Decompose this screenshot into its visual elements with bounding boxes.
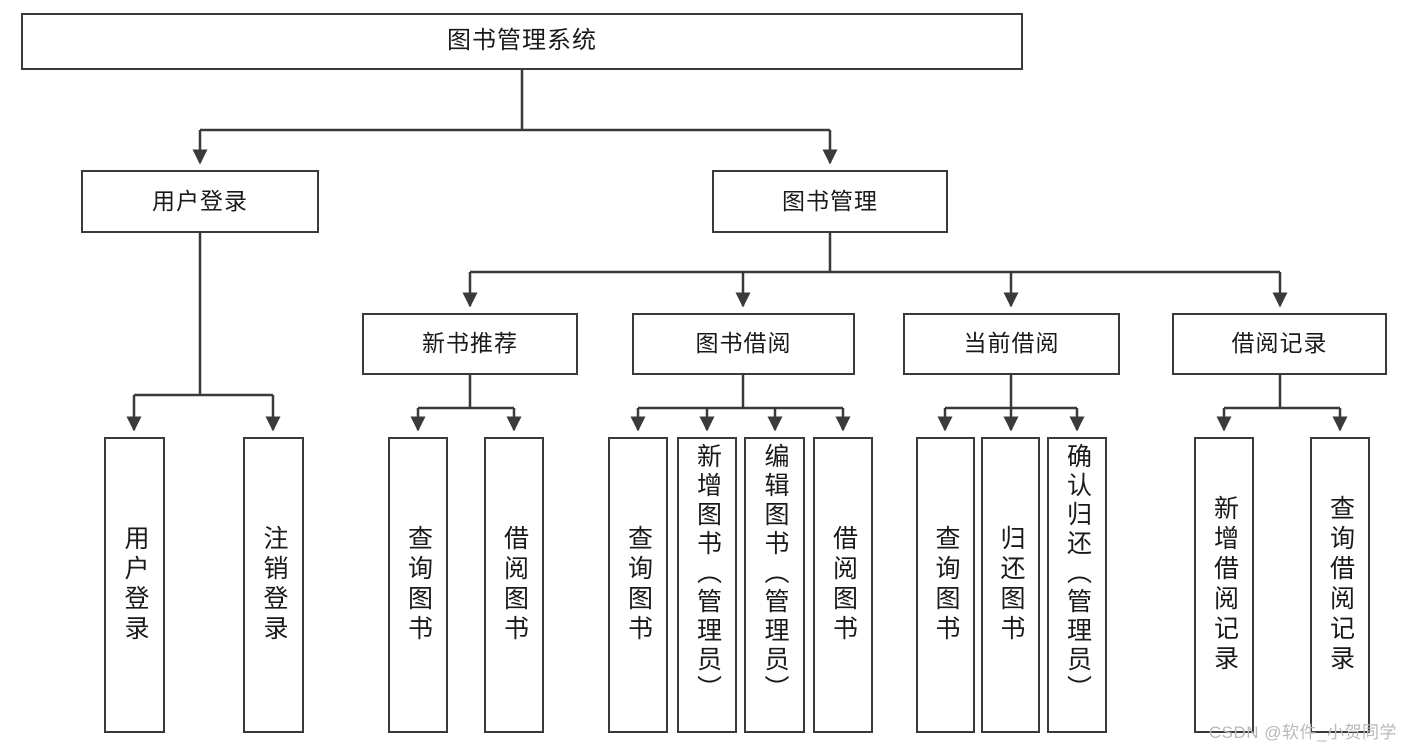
node-label: 借阅记录 [1231,330,1328,357]
node-label: 借阅图书 [500,525,529,645]
leaf-borrow-book[interactable]: 借阅图书 [813,437,873,733]
leaf-user-login[interactable]: 用户登录 [104,437,165,733]
node-book-borrow[interactable]: 图书借阅 [632,313,855,375]
leaf-add-book-admin[interactable]: 新增图书（管理员） [677,437,737,733]
node-label: 归还图书 [997,525,1025,645]
node-label: 查询图书 [932,525,960,645]
node-label: 借阅图书 [829,525,858,645]
leaf-return-book[interactable]: 归还图书 [981,437,1040,733]
leaf-confirm-return-admin[interactable]: 确认归还（管理员） [1047,437,1107,733]
node-label: 图书管理 [782,187,878,214]
node-label: 注销登录 [260,525,288,645]
node-label: 用户登录 [121,525,149,645]
node-label: 确认归还（管理员） [1063,443,1092,704]
node-user-login[interactable]: 用户登录 [81,170,319,233]
node-label: 图书管理系统 [447,27,597,55]
leaf-add-borrow-record[interactable]: 新增借阅记录 [1194,437,1254,733]
node-label: 用户登录 [152,187,248,214]
watermark: CSDN @软件_小贺同学 [1208,723,1397,742]
node-label: 新增图书（管理员） [693,443,722,704]
leaf-edit-book-admin[interactable]: 编辑图书（管理员） [744,437,805,733]
node-label: 图书借阅 [695,330,792,357]
leaf-query-borrow-record[interactable]: 查询借阅记录 [1310,437,1370,733]
node-label: 查询图书 [404,525,433,645]
node-current-borrow[interactable]: 当前借阅 [903,313,1120,375]
node-label: 当前借阅 [963,330,1060,357]
node-new-book-recommend[interactable]: 新书推荐 [362,313,578,375]
leaf-query-book-recommend[interactable]: 查询图书 [388,437,448,733]
leaf-borrow-book-recommend[interactable]: 借阅图书 [484,437,544,733]
node-label: 查询借阅记录 [1326,495,1355,675]
node-label: 编辑图书（管理员） [761,443,789,704]
node-borrow-record[interactable]: 借阅记录 [1172,313,1387,375]
leaf-query-book-current[interactable]: 查询图书 [916,437,975,733]
node-root-system[interactable]: 图书管理系统 [21,13,1023,70]
leaf-query-book-borrow[interactable]: 查询图书 [608,437,668,733]
node-book-management[interactable]: 图书管理 [712,170,948,233]
leaf-user-logout[interactable]: 注销登录 [243,437,304,733]
node-label: 新增借阅记录 [1210,495,1239,675]
node-label: 查询图书 [624,525,653,645]
node-label: 新书推荐 [422,330,518,357]
